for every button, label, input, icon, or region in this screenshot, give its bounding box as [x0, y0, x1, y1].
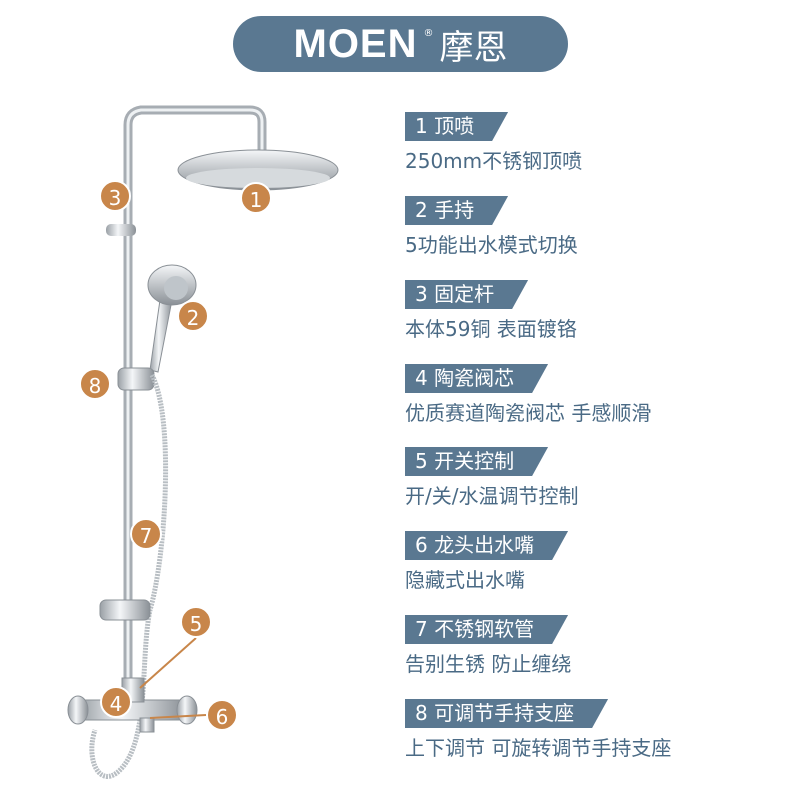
badge-8: 8 [79, 368, 111, 400]
feature-2: 2 手持 5功能出水模式切换 [405, 196, 578, 258]
feature-3: 3 固定杆本体59铜 表面镀铬 [405, 280, 577, 342]
feature-desc: 开/关/水温调节控制 [405, 484, 579, 508]
feature-8: 8 可调节手持支座上下调节 可旋转调节手持支座 [405, 699, 671, 761]
feature-desc: 隐藏式出水嘴 [405, 568, 525, 592]
feature-desc: 250mm不锈钢顶喷 [405, 149, 583, 173]
feature-title: 7 不锈钢软管 [405, 615, 568, 644]
brand-header: MOEN ® 摩恩 [233, 16, 568, 72]
feature-desc: 上下调节 可旋转调节手持支座 [405, 736, 672, 760]
badge-7: 7 [130, 518, 162, 550]
badge-5: 5 [180, 606, 212, 638]
feature-4: 4 陶瓷阀芯优质赛道陶瓷阀芯 手感顺滑 [405, 364, 651, 426]
feature-title: 3 固定杆 [405, 280, 528, 309]
feature-title: 6 龙头出水嘴 [405, 531, 568, 560]
spout [139, 717, 155, 733]
feature-desc: 告别生锈 防止缠绕 [405, 652, 572, 676]
feature-6: 6 龙头出水嘴隐藏式出水嘴 [405, 531, 568, 593]
feature-title: 1 顶喷 [405, 112, 508, 141]
brand-cn: 摩恩 [439, 27, 508, 68]
brand-logo: MOEN [293, 21, 418, 66]
feature-desc: 本体59铜 表面镀铬 [405, 317, 577, 341]
feature-title: 5 开关控制 [405, 447, 548, 476]
slide-stop [106, 224, 136, 236]
feature-title: 8 可调节手持支座 [405, 699, 608, 728]
feature-desc: 优质赛道陶瓷阀芯 手感顺滑 [405, 401, 652, 425]
feature-1: 1 顶喷 250mm不锈钢顶喷 [405, 112, 582, 174]
handheld-handle [149, 299, 173, 373]
badge-6: 6 [206, 699, 238, 731]
handheld-holder [117, 367, 155, 391]
feature-7: 7 不锈钢软管告别生锈 防止缠绕 [405, 615, 571, 677]
badge-2: 2 [177, 300, 209, 332]
hose [89, 373, 169, 779]
feature-5: 5 开关控制开/关/水温调节控制 [405, 447, 578, 509]
badge-4: 4 [100, 686, 132, 718]
feature-desc: 5功能出水模式切换 [405, 233, 578, 257]
badge-3: 3 [99, 180, 131, 212]
badge-1: 1 [240, 182, 272, 214]
registered-mark: ® [423, 28, 434, 39]
feature-title: 4 陶瓷阀芯 [405, 364, 548, 393]
feature-title: 2 手持 [405, 196, 508, 225]
